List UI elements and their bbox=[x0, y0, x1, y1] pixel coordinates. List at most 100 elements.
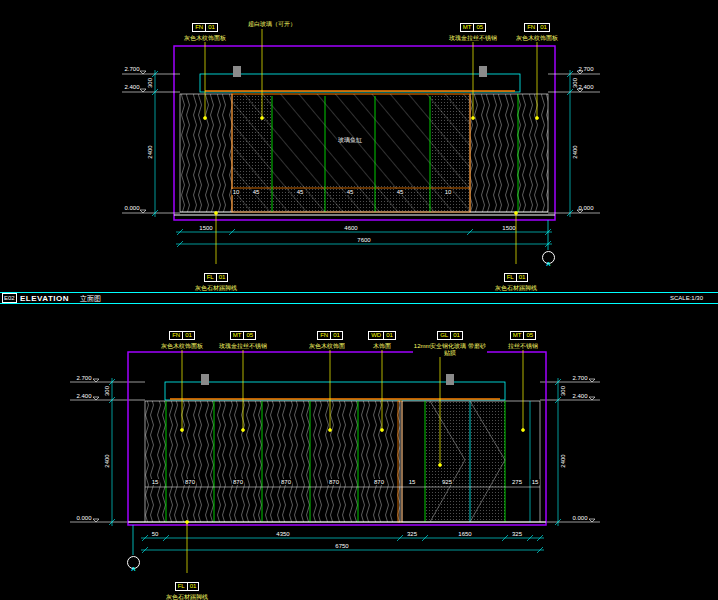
dimension-text: 325 bbox=[512, 531, 522, 537]
material-code: FL bbox=[505, 274, 517, 281]
marker-letter: A bbox=[131, 566, 135, 572]
material-number: 01 bbox=[217, 274, 228, 281]
material-tag: FL01 灰色石材踢脚线 bbox=[179, 265, 253, 292]
dimension-text: 1500 bbox=[199, 225, 212, 231]
material-tag: FN01 灰色木纹饰面板 bbox=[168, 15, 242, 42]
dimension-text: 300 bbox=[104, 386, 110, 396]
material-tag: GL01 12mm安全钢化玻璃 带磨砂贴膜 bbox=[413, 323, 487, 357]
dimension-text: 2.700 bbox=[578, 66, 593, 72]
dimension-text: 2400 bbox=[572, 145, 578, 158]
dimension-text: 2.400 bbox=[124, 84, 139, 90]
material-number: 05 bbox=[524, 332, 535, 339]
dimension-text: 870 bbox=[328, 479, 340, 485]
material-tag: FL01 灰色石材踢脚线 bbox=[479, 265, 553, 292]
dimension-text: 870 bbox=[280, 479, 292, 485]
material-tag: MT05玫瑰金拉丝不锈钢 bbox=[206, 323, 280, 350]
dimension-text: 2400 bbox=[104, 454, 110, 467]
dimension-text: 6750 bbox=[335, 543, 348, 549]
tag-box: FN01 bbox=[169, 331, 195, 340]
dimension-text: 1500 bbox=[502, 225, 515, 231]
dimension-text: 50 bbox=[152, 531, 159, 537]
area-note: 玻璃鱼缸 bbox=[337, 137, 363, 143]
tag-box: FL01 bbox=[204, 273, 229, 282]
material-number: 01 bbox=[451, 332, 462, 339]
lower-elevation bbox=[128, 352, 546, 525]
level-marks bbox=[70, 71, 600, 522]
dimension-text: 300 bbox=[560, 386, 566, 396]
dimension-text: 2400 bbox=[147, 145, 153, 158]
material-description: 12mm安全钢化玻璃 带磨砂贴膜 bbox=[413, 343, 487, 357]
dimension-lines bbox=[109, 70, 573, 553]
material-tag: WD01 木饰面 bbox=[345, 323, 419, 350]
dimension-text: 1650 bbox=[458, 531, 471, 537]
material-code: FL bbox=[176, 583, 188, 590]
material-note: 超白玻璃（可开） bbox=[247, 21, 297, 27]
dimension-text: 15 bbox=[151, 479, 160, 485]
material-number: 05 bbox=[244, 332, 255, 339]
section-marker: A bbox=[542, 251, 555, 264]
tag-box: MT05 bbox=[510, 331, 536, 340]
material-number: 01 bbox=[183, 332, 194, 339]
material-description: 拉丝不锈钢 bbox=[486, 343, 560, 350]
dimension-text: 2400 bbox=[560, 454, 566, 467]
dimension-text: 2.700 bbox=[124, 66, 139, 72]
tag-box: MT05 bbox=[230, 331, 256, 340]
dimension-text: 870 bbox=[232, 479, 244, 485]
dimension-text: 4350 bbox=[276, 531, 289, 537]
material-number: 01 bbox=[384, 332, 395, 339]
drawing-number: E02 bbox=[2, 293, 17, 303]
material-description: 灰色石材踢脚线 bbox=[179, 285, 253, 292]
dimension-text: 2.700 bbox=[572, 375, 587, 381]
dimension-text: 0.000 bbox=[124, 205, 139, 211]
dimension-text: 300 bbox=[147, 78, 153, 88]
dimension-text: 870 bbox=[373, 479, 385, 485]
material-description: 灰色石材踢脚线 bbox=[150, 594, 224, 600]
dimension-text: 45 bbox=[346, 189, 355, 195]
material-description: 灰色木纹饰面板 bbox=[168, 35, 242, 42]
material-number: 05 bbox=[474, 24, 485, 31]
material-code: WD bbox=[369, 332, 384, 339]
material-description: 木饰面 bbox=[345, 343, 419, 350]
title-text: ELEVATION bbox=[20, 294, 69, 303]
material-number: 01 bbox=[538, 24, 549, 31]
dimension-text: 275 bbox=[511, 479, 523, 485]
dimension-text: 45 bbox=[296, 189, 305, 195]
tag-box: FN01 bbox=[524, 23, 550, 32]
section-marker: A bbox=[127, 556, 140, 569]
tag-box: GL01 bbox=[437, 331, 463, 340]
tag-box: FL01 bbox=[504, 273, 529, 282]
dimension-text: 0.000 bbox=[572, 515, 587, 521]
dimension-text: 7600 bbox=[357, 237, 370, 243]
dimension-text: 10 bbox=[232, 189, 241, 195]
material-description: 玫瑰金拉丝不锈钢 bbox=[436, 35, 510, 42]
dimension-text: 300 bbox=[572, 78, 578, 88]
dimension-text: 0.000 bbox=[578, 205, 593, 211]
dimension-text: 45 bbox=[396, 189, 405, 195]
dimension-text: 325 bbox=[407, 531, 417, 537]
material-tag: FL01灰色石材踢脚线 bbox=[150, 574, 224, 600]
scale-note: SCALE:1/30 bbox=[670, 294, 703, 303]
tag-box: FN01 bbox=[192, 23, 218, 32]
material-description: 灰色木纹饰面板 bbox=[500, 35, 574, 42]
tag-box: MT05 bbox=[460, 23, 486, 32]
material-code: MT bbox=[511, 332, 525, 339]
material-description: 灰色石材踢脚线 bbox=[479, 285, 553, 292]
tag-box: WD01 bbox=[368, 331, 396, 340]
title-band: E02ELEVATION立面图SCALE:1/30 bbox=[0, 292, 718, 304]
dimension-text: 15 bbox=[531, 479, 540, 485]
dimension-text: 870 bbox=[184, 479, 196, 485]
dimension-text: 2.400 bbox=[572, 393, 587, 399]
dimension-text: 0.000 bbox=[76, 515, 91, 521]
material-code: MT bbox=[461, 24, 475, 31]
section-marker-lines bbox=[133, 220, 548, 555]
dimension-text: 2.400 bbox=[76, 393, 91, 399]
upper-elevation bbox=[174, 46, 555, 220]
marker-letter: A bbox=[546, 261, 550, 267]
material-number: 01 bbox=[206, 24, 217, 31]
material-code: FN bbox=[170, 332, 183, 339]
dimension-text: 4600 bbox=[344, 225, 357, 231]
dimension-text: 10 bbox=[444, 189, 453, 195]
leader-lines bbox=[181, 29, 539, 573]
material-code: FN bbox=[318, 332, 331, 339]
